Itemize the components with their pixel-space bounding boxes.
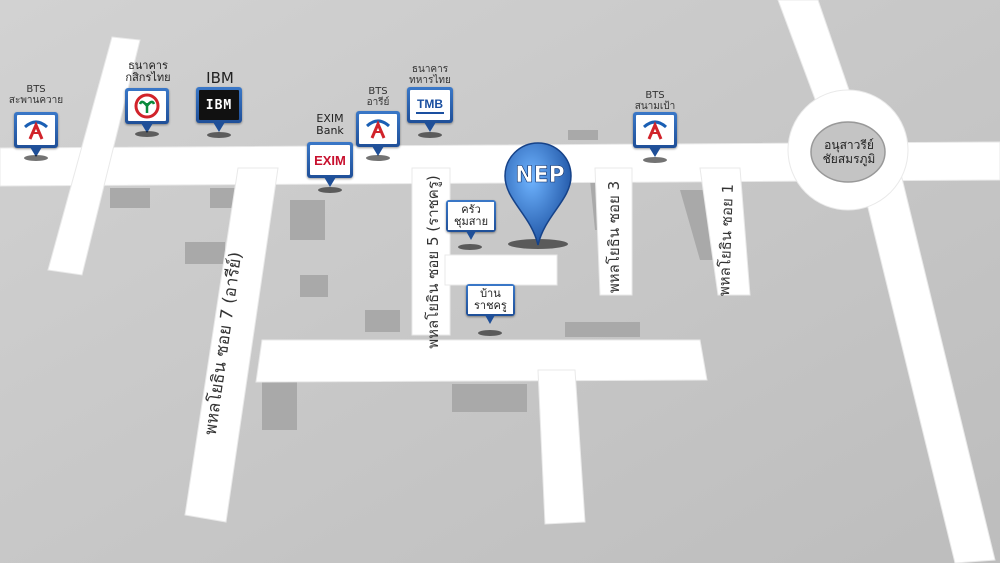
exim-logo: EXIM <box>314 152 346 168</box>
tmb-pin[interactable]: TMB <box>407 87 453 132</box>
khrua-chumsai-label: ครัว ชุมสาย <box>454 203 489 228</box>
pin-shadow <box>478 330 502 336</box>
bts-logo-icon <box>365 119 391 139</box>
pin-shadow <box>418 132 442 138</box>
bts-saphan-khwai-pin[interactable] <box>14 112 58 157</box>
pin-shadow <box>643 157 667 163</box>
street-soi3-label: พหลโยธิน ซอย 3 <box>605 180 623 294</box>
pin-shadow <box>24 155 48 161</box>
bts-logo-icon <box>642 120 668 140</box>
nep-logo: NEP <box>515 163 565 188</box>
nep-location-pin[interactable]: NEP <box>504 142 572 249</box>
bts-sanam-pao-pin[interactable] <box>633 112 677 157</box>
pin-shadow <box>207 132 231 138</box>
pin-shadow <box>458 244 482 250</box>
tmb-logo: TMB <box>417 96 443 111</box>
ibm-logo: IBM <box>205 97 233 113</box>
bts-logo-icon <box>23 120 49 140</box>
ban-ratchakru-label: บ้าน ราชครู <box>474 287 507 312</box>
bts-ari-label: BTS อารีย์ <box>366 86 390 108</box>
pin-shadow <box>135 131 159 137</box>
pin-shadow <box>366 155 390 161</box>
pin-shadow <box>318 187 342 193</box>
ibm-label: IBM <box>206 69 234 87</box>
kasikorn-pin[interactable] <box>125 88 169 133</box>
victory-monument-label: อนุสาวรีย์ ชัยสมรภูมิ <box>822 138 876 166</box>
street-soi1-label: พหลโยธิน ซอย 1 <box>715 183 737 297</box>
kasikorn-logo-icon <box>134 93 160 119</box>
street-soi5-label: พหลโยธิน ซอย 5 (ราชครู) <box>424 175 442 349</box>
bts-sanam-pao-label: BTS สนามเป้า <box>634 90 676 112</box>
bts-saphan-khwai-label: BTS สะพานควาย <box>8 84 64 106</box>
ibm-pin[interactable]: IBM <box>196 87 242 132</box>
tmb-label: ธนาคาร ทหารไทย <box>409 64 451 86</box>
exim-label: EXIM Bank <box>316 112 344 137</box>
roundabout-center <box>810 121 886 183</box>
exim-pin[interactable]: EXIM <box>307 142 353 187</box>
ban-ratchakru-pin[interactable]: บ้าน ราชครู <box>466 284 515 324</box>
khrua-chumsai-pin[interactable]: ครัว ชุมสาย <box>446 200 497 240</box>
kasikorn-label: ธนาคาร กสิกรไทย <box>125 59 171 84</box>
bts-ari-pin[interactable] <box>356 111 400 156</box>
